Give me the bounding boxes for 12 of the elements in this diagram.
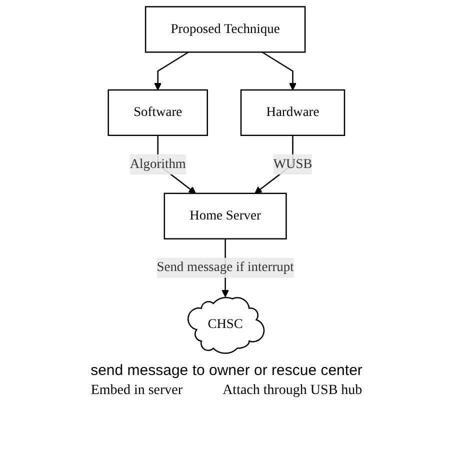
- node-box: Hardware: [240, 89, 346, 136]
- edge-label: WUSB: [273, 156, 312, 172]
- connector-note: Embed in server: [90, 383, 183, 399]
- edge-label: Algorithm: [130, 156, 186, 172]
- arrow: [154, 52, 189, 90]
- edge-label: Send message if interrupt: [156, 260, 294, 275]
- node-box: Software: [108, 89, 208, 136]
- node-box: Proposed Technique: [145, 6, 306, 53]
- connector-note: Attach through USB hub: [222, 383, 362, 399]
- arrow: [262, 52, 297, 90]
- node-box: Home Server: [164, 192, 287, 240]
- node-caption: send message to owner or rescue center: [90, 362, 362, 379]
